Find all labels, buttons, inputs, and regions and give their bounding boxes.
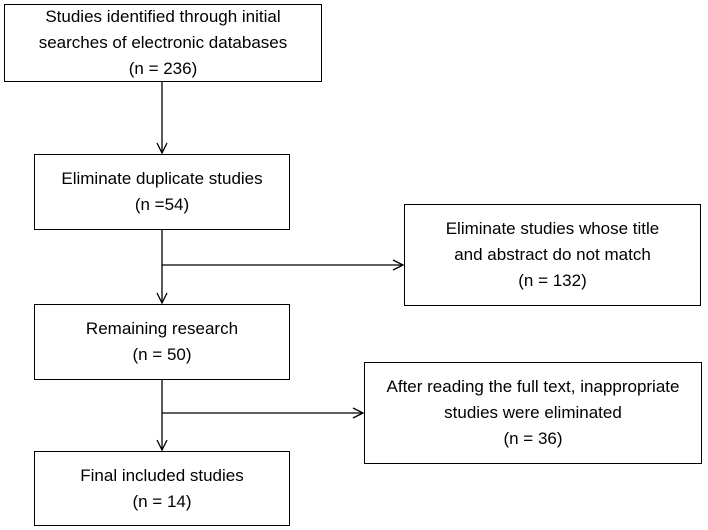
- duplicates-count: (n =54): [134, 195, 190, 214]
- duplicate-studies-box: Eliminate duplicate studies (n =54): [34, 154, 290, 230]
- fulltext-exclusion-box: After reading the full text, inappropria…: [364, 362, 702, 464]
- final-line1: Final included studies: [80, 465, 244, 485]
- remaining-line1: Remaining research: [85, 319, 239, 338]
- identified-line2: searches of electronic databases: [38, 33, 288, 52]
- identified-studies-box: Studies identified through initial searc…: [4, 4, 322, 82]
- fulltext-line1: After reading the full text, inappropria…: [386, 377, 680, 396]
- fulltext-count: (n = 36): [503, 429, 563, 448]
- identified-count: (n = 236): [128, 59, 198, 78]
- remaining-count: (n = 50): [132, 345, 192, 364]
- identified-line1: Studies identified through initial: [45, 7, 281, 26]
- final-count: (n = 14): [132, 491, 192, 511]
- title-line2: and abstract do not match: [454, 245, 651, 264]
- title-count: (n = 132): [518, 271, 587, 290]
- remaining-research-box: Remaining research (n = 50): [34, 304, 290, 380]
- title-line1: Eliminate studies whose title: [445, 219, 660, 238]
- final-included-box: Final included studies (n = 14): [34, 451, 290, 526]
- title-abstract-exclusion-box: Eliminate studies whose title and abstra…: [404, 204, 701, 306]
- duplicates-line1: Eliminate duplicate studies: [61, 169, 263, 188]
- fulltext-line2: studies were eliminated: [444, 403, 622, 422]
